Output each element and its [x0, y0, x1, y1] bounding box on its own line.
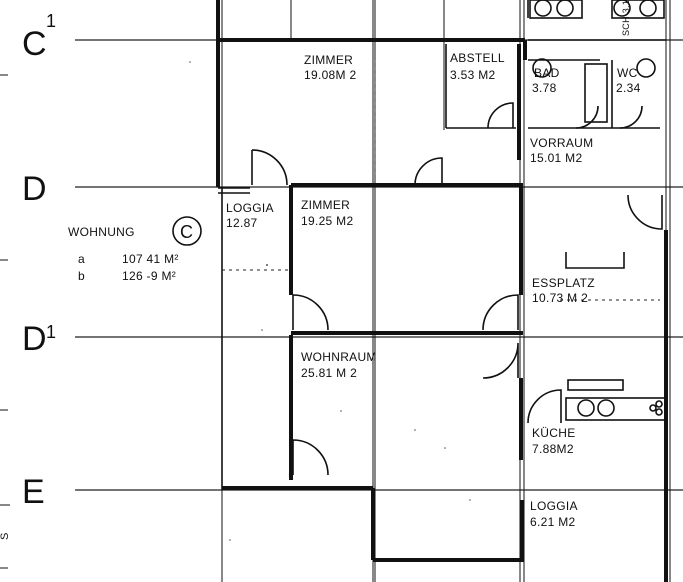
- room-name-abstell: ABSTELL: [450, 51, 505, 65]
- grid-label-c1: C: [22, 25, 47, 63]
- room-name-essplatz: ESSPLATZ: [532, 276, 595, 290]
- scan-noise: [189, 61, 471, 541]
- margin-note-left-bottom: S: [0, 532, 11, 540]
- room-name-wc: WC: [617, 66, 638, 80]
- grid-label-c1-sub: 1: [46, 11, 56, 31]
- grid-label-e: E: [22, 473, 45, 511]
- area-value-b: 126 -9 M²: [122, 269, 176, 283]
- room-area-wohnraum: 25.81 M 2: [301, 366, 357, 380]
- room-area-kueche: 7.88M2: [532, 442, 574, 456]
- room-name-bad: BAD: [534, 66, 560, 80]
- area-key-b: b: [78, 269, 85, 283]
- apartment-label: WOHNUNG C a 107 41 M² b 126 -9 M²: [68, 216, 202, 283]
- room-area-loggia-left: 12.87: [226, 216, 258, 230]
- walls: [216, 0, 668, 582]
- apartment-label-text: WOHNUNG: [68, 225, 135, 239]
- grid-labels: C 1 D D 1 E: [22, 11, 56, 511]
- construction-lines: [222, 60, 660, 301]
- room-name-zimmer-top: ZIMMER: [304, 53, 353, 67]
- apartment-code: C: [180, 222, 193, 242]
- sanitary-fixtures: [532, 0, 663, 417]
- room-labels: ZIMMER 19.08M 2 ABSTELL 3.53 M2 BAD 3.78…: [226, 51, 641, 529]
- grid-label-d1-sub: 1: [46, 322, 56, 342]
- area-value-a: 107 41 M²: [122, 252, 179, 266]
- room-name-loggia-right: LOGGIA: [530, 499, 578, 513]
- room-area-abstell: 3.53 M2: [450, 68, 495, 82]
- room-area-vorraum: 15.01 M2: [530, 151, 582, 165]
- apartment-code-circle: [172, 216, 202, 246]
- room-area-bad: 3.78: [532, 81, 557, 95]
- door-swings: [251, 102, 663, 476]
- grid-label-d1: D: [22, 320, 47, 358]
- room-area-essplatz: 10.73 M 2: [532, 291, 588, 305]
- grid-label-d: D: [22, 170, 47, 208]
- room-area-loggia-right: 6.21 M2: [530, 515, 575, 529]
- area-key-a: a: [78, 252, 85, 266]
- margin-note-right-top: SCH 3.10: [621, 0, 631, 36]
- room-name-vorraum: VORRAUM: [530, 136, 593, 150]
- room-name-zimmer-mid: ZIMMER: [301, 198, 350, 212]
- room-area-wc: 2.34: [616, 81, 641, 95]
- room-name-loggia-left: LOGGIA: [226, 201, 274, 215]
- room-name-kueche: KÜCHE: [532, 426, 576, 440]
- room-name-wohnraum: WOHNRAUM: [301, 350, 377, 364]
- room-area-zimmer-mid: 19.25 M2: [301, 214, 353, 228]
- room-area-zimmer-top: 19.08M 2: [304, 68, 356, 82]
